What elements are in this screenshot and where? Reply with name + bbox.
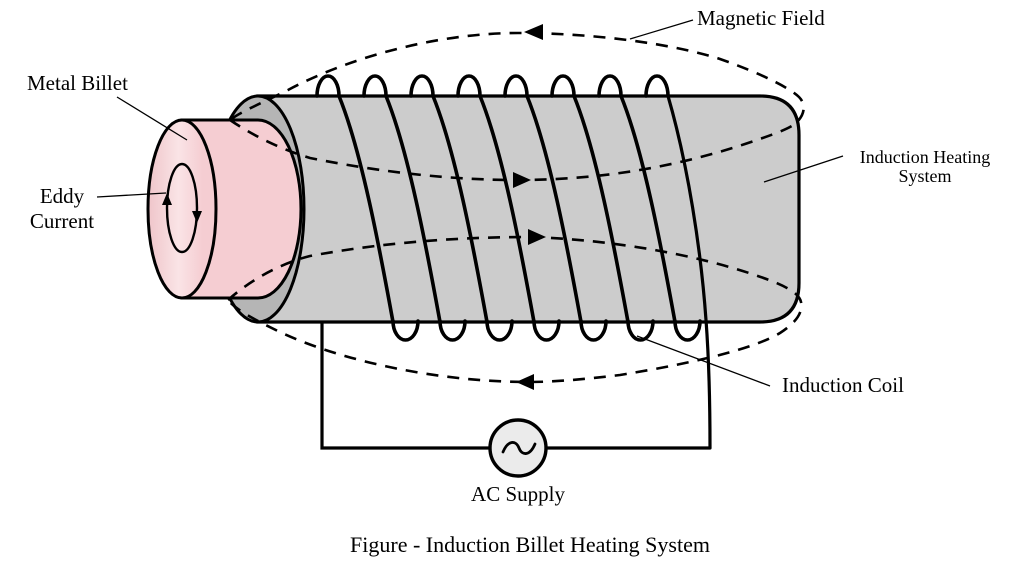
ac-supply-label: AC Supply	[471, 482, 565, 506]
metal-billet-label: Metal Billet	[27, 71, 128, 95]
ac-sine-icon	[501, 441, 537, 455]
figure-caption: Figure - Induction Billet Heating System	[350, 532, 710, 557]
field-arrow-right-upper-icon	[513, 172, 531, 188]
eddy-arrow-down-icon	[192, 211, 202, 223]
eddy-arrow-up-icon	[162, 193, 172, 205]
field-arrow-left-top-icon	[524, 24, 543, 40]
magnetic-field-loop-bottom	[226, 235, 803, 384]
eddy-current-label-line1: Eddy	[40, 184, 85, 208]
field-arrow-right-lower-icon	[528, 229, 546, 245]
metal-billet-leader-line	[116, 96, 188, 141]
induction-heating-label-line2: System	[898, 166, 951, 186]
left-lead-wire	[320, 322, 489, 450]
induction-heating-leader-line	[763, 155, 844, 183]
induction-coil-label: Induction Coil	[782, 373, 904, 397]
magnetic-field-loop-top	[227, 31, 805, 182]
eddy-current-label-line2: Current	[30, 209, 94, 233]
magnetic-field-label: Magnetic Field	[697, 6, 825, 30]
coil-top-humps	[315, 74, 670, 98]
eddy-current-leader-line	[96, 192, 167, 198]
coil-bottom-humps	[391, 319, 702, 342]
field-arrow-left-bottom-icon	[516, 374, 534, 390]
coil-front-strands	[337, 94, 677, 324]
eddy-current-loop	[165, 162, 199, 254]
induction-heating-label-line1: Induction Heating	[860, 147, 990, 167]
magnetic-field-leader-line	[629, 19, 694, 40]
right-lead-wire	[547, 95, 712, 450]
induction-coil-leader-line	[636, 335, 771, 387]
metal-billet-face	[146, 118, 218, 300]
